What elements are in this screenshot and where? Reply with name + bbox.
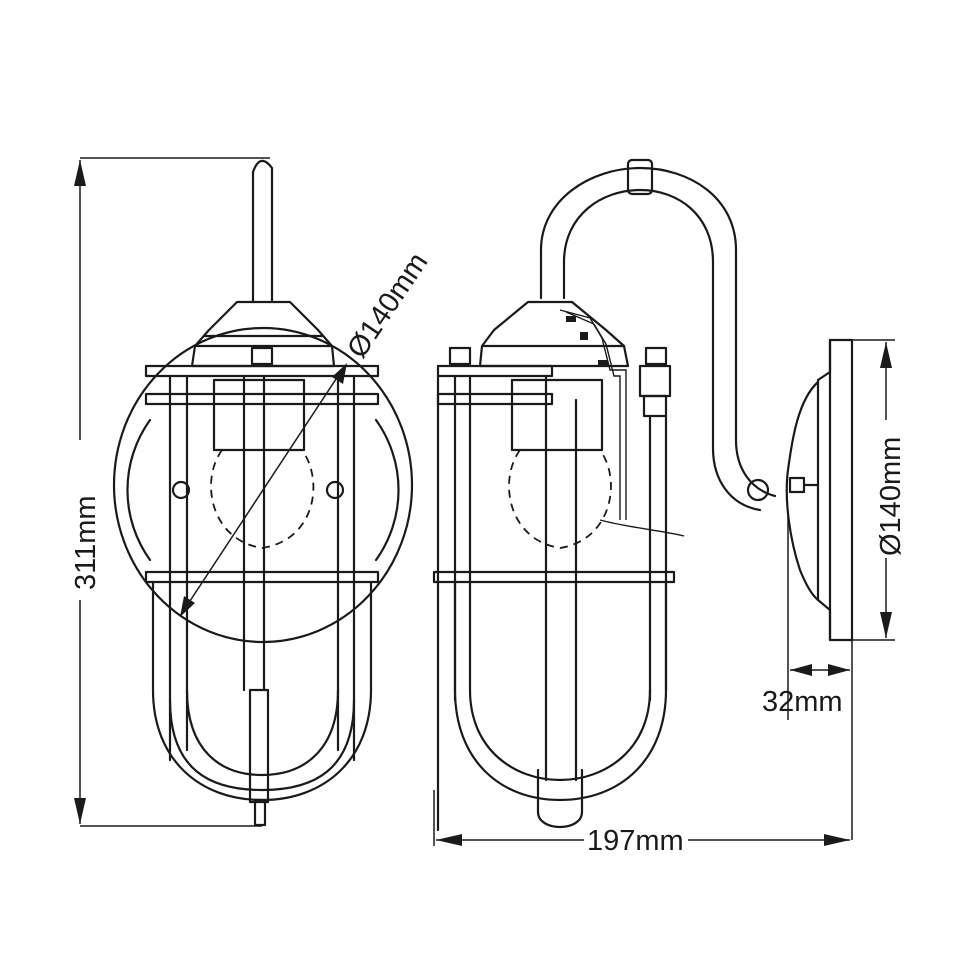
front-cap: [193, 300, 334, 348]
side-cap-base: [478, 344, 630, 368]
front-backplate-inner-arc: [126, 418, 152, 562]
side-left-nut: [448, 346, 472, 366]
side-view: [432, 158, 854, 832]
backplate-diameter-label: Ø140mm: [875, 437, 907, 556]
front-view: [112, 159, 414, 827]
front-bottom-ring: [144, 570, 380, 584]
backplate-arrow-bottom: [880, 612, 892, 638]
side-section-wall: [559, 309, 627, 520]
side-bottom-ring: [432, 570, 676, 584]
side-section-wall-inner: [565, 311, 621, 520]
front-diameter-arrow-start: [180, 596, 195, 617]
backplate-arrow-top: [880, 342, 892, 368]
depth-arrow-left: [436, 834, 462, 846]
front-screw-hole-left: [171, 480, 191, 500]
front-top-nut: [250, 346, 274, 366]
side-right-bracket-lower: [642, 394, 668, 418]
side-arm-inner: [562, 188, 762, 512]
depth32-arrow-right: [828, 664, 850, 676]
side-arm-clamp: [626, 158, 654, 196]
depth32-arrow-left: [790, 664, 812, 676]
side-glass-outer: [453, 580, 668, 802]
height-dimension: 311mm: [62, 157, 270, 827]
side-section-bit: [566, 316, 576, 322]
backplate-depth-dimension: 32mm: [762, 510, 853, 840]
depth-label-bg: [584, 822, 688, 856]
side-lampholder: [510, 378, 604, 452]
side-right-bracket: [638, 364, 672, 398]
front-bulb: [210, 449, 315, 549]
side-mount-bolt: [788, 476, 806, 494]
height-label-bg: [62, 440, 98, 600]
side-glass-inner: [468, 688, 652, 782]
front-glass-mid: [168, 698, 356, 792]
depth-arrow-right: [824, 834, 850, 846]
front-glass-inner: [185, 688, 340, 777]
backplate-depth-label: 32mm: [762, 686, 843, 718]
front-diameter-label: Ø140mm: [341, 247, 434, 364]
side-top-ring: [436, 364, 554, 378]
depth-dimension: 197mm: [433, 790, 850, 857]
front-screw-hole-right: [325, 480, 345, 500]
height-arrow-bottom: [74, 798, 86, 824]
front-top-ring: [144, 364, 380, 378]
backplate-label-bg: [868, 420, 904, 558]
front-backplate-inner-arc-right: [374, 418, 400, 562]
backplate-diameter-dimension: Ø140mm: [852, 339, 907, 641]
side-arm-outer: [539, 166, 777, 498]
side-bulb: [508, 449, 612, 549]
front-center-rod: [248, 688, 270, 804]
side-section-bit: [580, 332, 588, 340]
side-bottom-loop: [536, 768, 584, 829]
side-section-bit: [598, 360, 608, 366]
front-lampholder: [212, 378, 306, 452]
side-right-nut: [644, 346, 668, 366]
depth-label: 197mm: [587, 825, 684, 857]
side-wire: [599, 519, 685, 537]
front-arm-top: [251, 159, 274, 304]
height-label: 311mm: [70, 495, 102, 590]
front-diameter-dimension: Ø140mm: [180, 247, 434, 617]
front-diameter-line: [185, 372, 341, 608]
front-diameter-arrow-end: [332, 363, 347, 384]
front-second-ring: [144, 392, 380, 406]
front-bottom-tip: [253, 798, 267, 827]
height-arrow-top: [74, 160, 86, 186]
side-backplate: [816, 338, 854, 642]
side-arm-pivot: [746, 478, 770, 502]
